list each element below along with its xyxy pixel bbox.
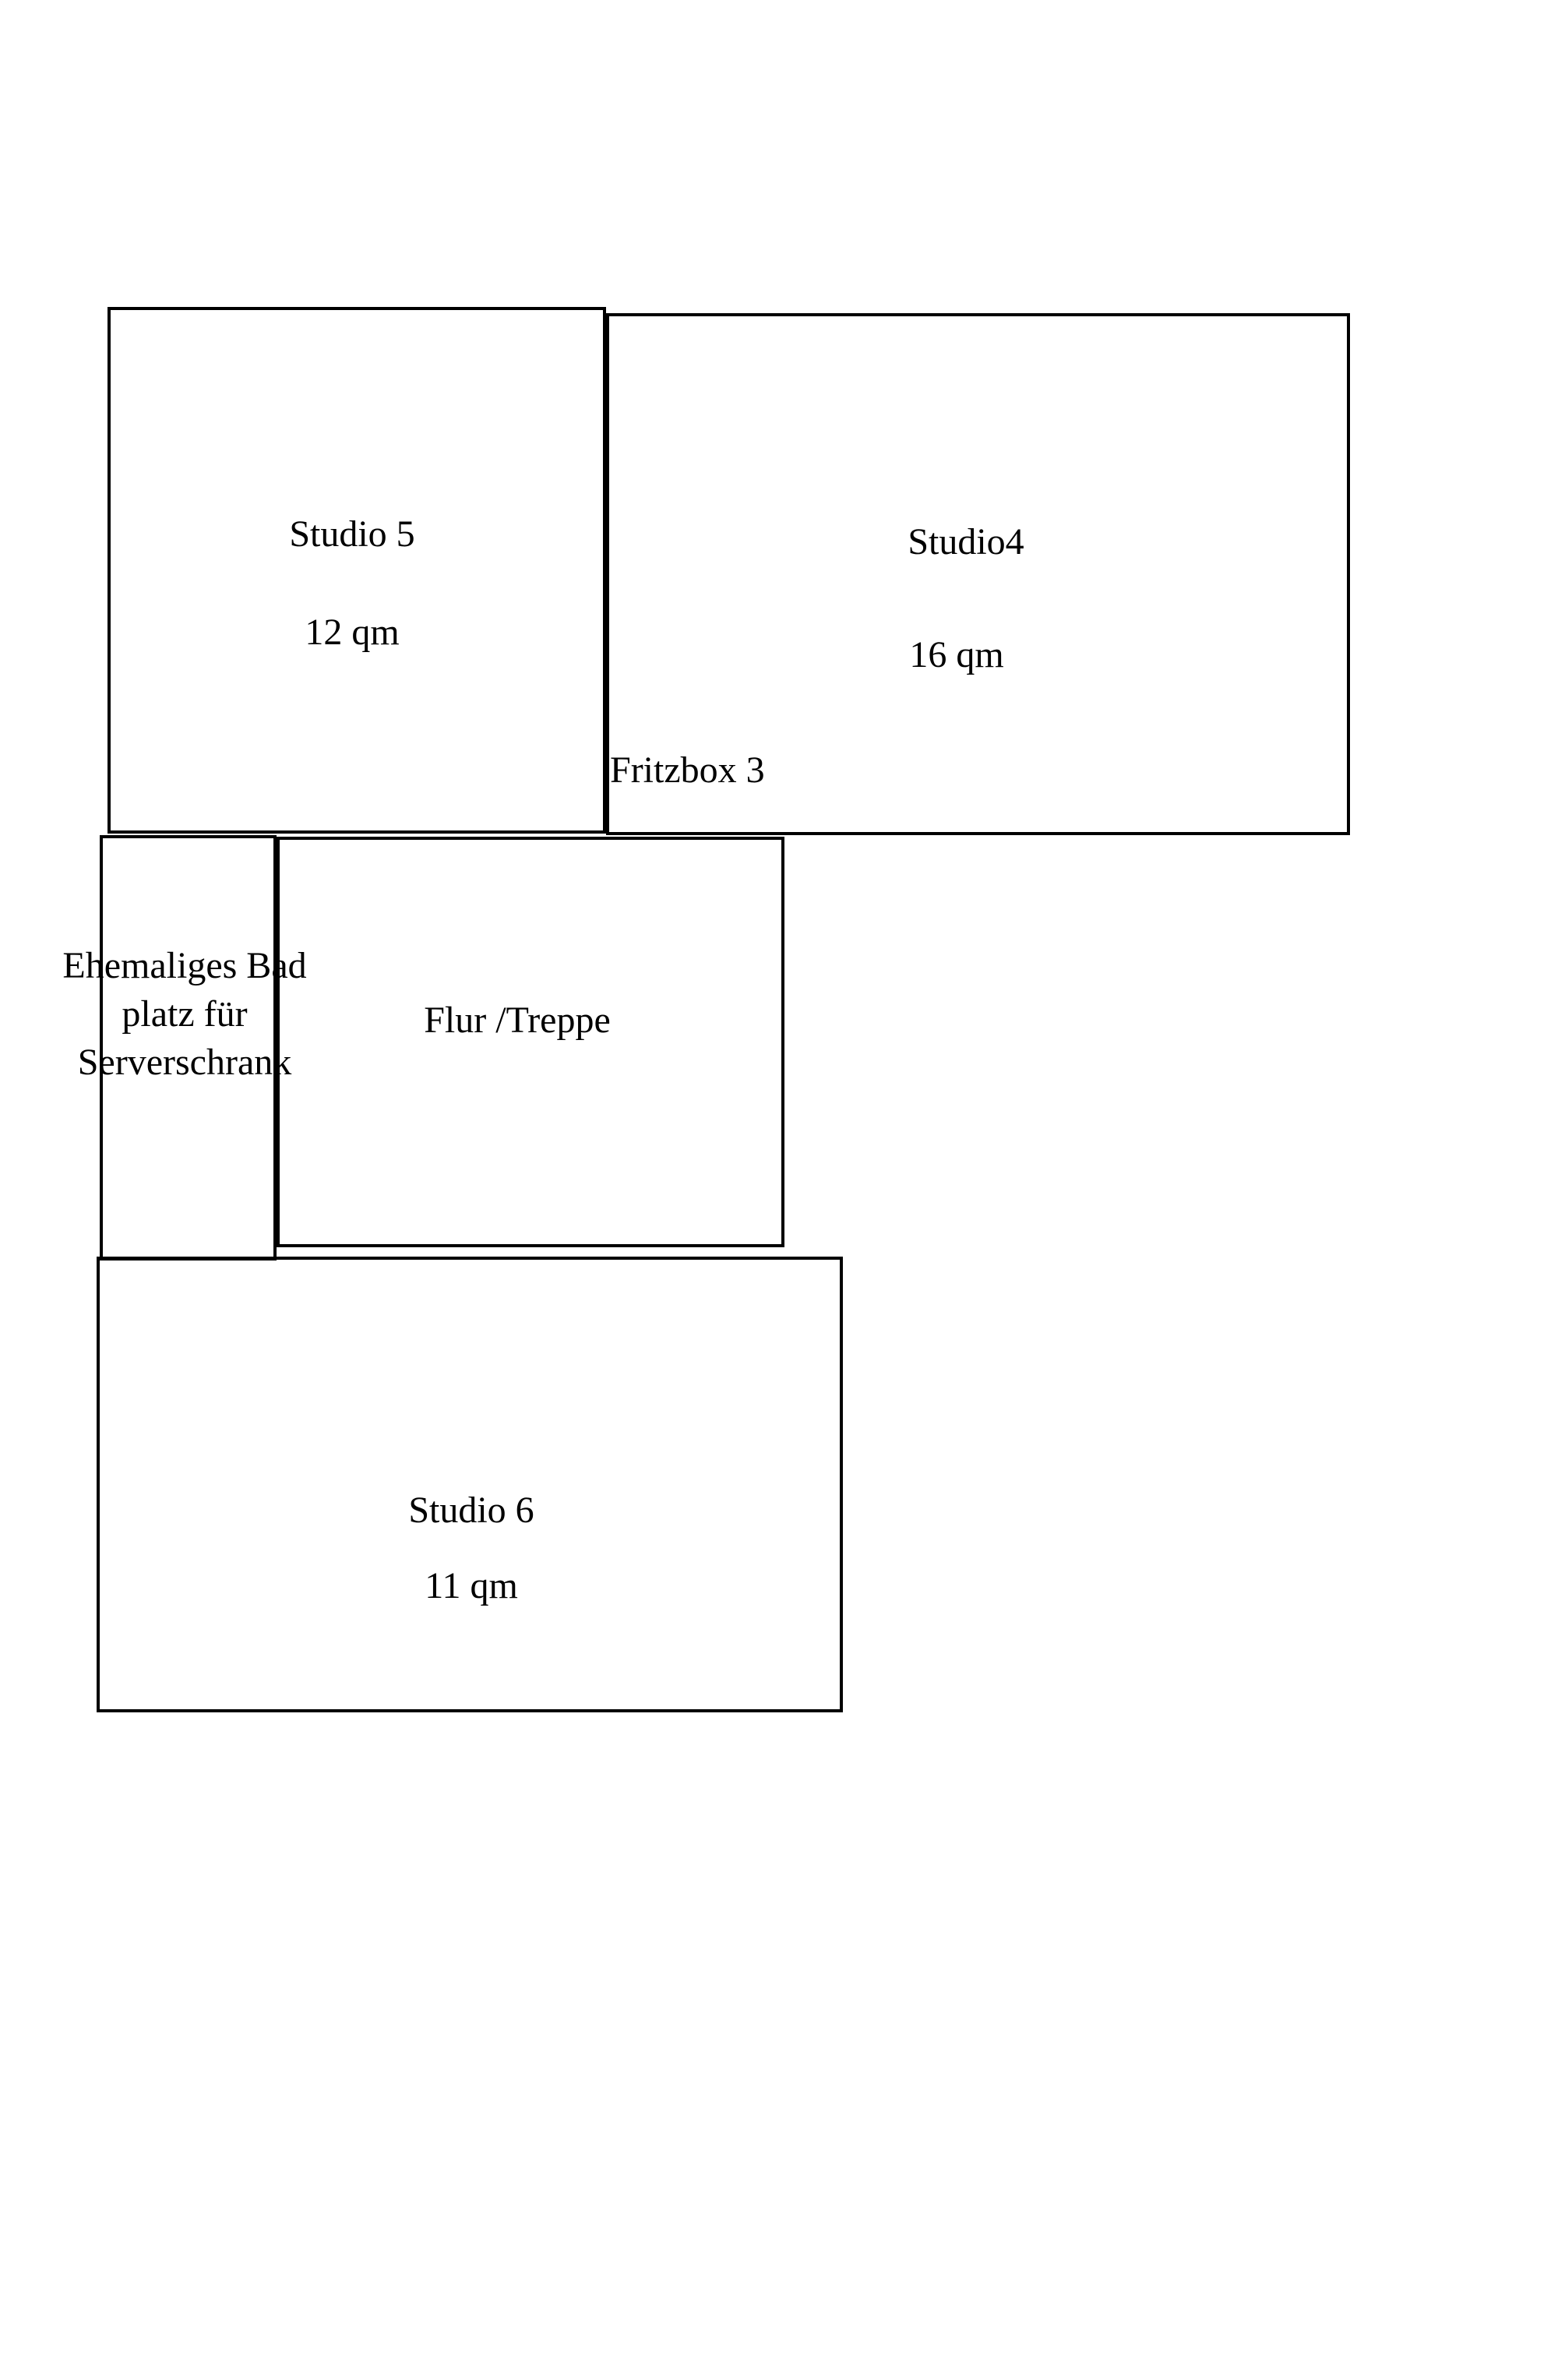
room-studio6-outline — [97, 1257, 843, 1712]
room-studio4-area-label: 16 qm — [909, 634, 1004, 675]
room-studio4-name-label: Studio4 — [908, 521, 1024, 562]
room-serverschrank-label-line1: Ehemaliges Bad — [62, 945, 307, 986]
room-serverschrank-label-line3: Serverschrank — [77, 1042, 292, 1083]
room-flur-treppe-outline — [277, 837, 784, 1247]
room-studio6-area-label: 11 qm — [425, 1565, 518, 1606]
room-flur-treppe-name-label: Flur /Treppe — [424, 1000, 611, 1041]
room-serverschrank-label: Ehemaliges Bad platz für Serverschrank — [62, 942, 306, 1087]
room-studio5-area-label: 12 qm — [305, 612, 400, 653]
room-studio6-name-label: Studio 6 — [408, 1490, 534, 1531]
room-studio5-outline — [108, 307, 606, 834]
room-serverschrank-label-line2: platz für — [122, 993, 248, 1035]
room-studio5-name-label: Studio 5 — [289, 513, 415, 555]
room-studio4-outline — [606, 313, 1350, 835]
fritzbox-annotation: Fritzbox 3 — [610, 749, 765, 791]
